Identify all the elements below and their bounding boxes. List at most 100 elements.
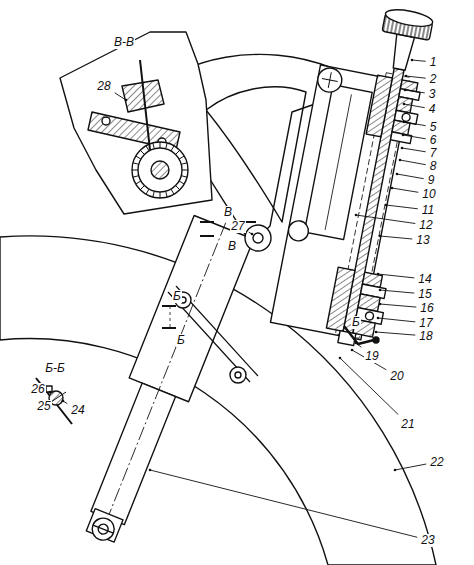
callout-number: 5 (429, 121, 438, 134)
callout-number: 22 (429, 456, 444, 469)
gear-tooth (166, 143, 168, 149)
leader-line (403, 135, 426, 139)
section-label: Б (172, 290, 182, 303)
leader-line (402, 148, 426, 152)
steering-housing (269, 0, 441, 350)
callout-number: 14 (417, 273, 432, 286)
section-label: Б (176, 334, 186, 347)
callout-number: 26 (30, 383, 45, 396)
callout-number: 13 (415, 234, 430, 247)
leader-dot (251, 233, 254, 236)
section-label: Б-Б (44, 362, 66, 375)
callout-number: 17 (418, 317, 433, 330)
callout-number: 2 (429, 73, 438, 86)
section-label: Б (351, 316, 361, 329)
gear-tooth (171, 146, 174, 151)
leader-dot (149, 469, 152, 472)
callout-number: 3 (428, 88, 437, 101)
callout-number: 27 (230, 220, 245, 233)
leader-line (405, 90, 425, 93)
callout-number: 11 (421, 204, 435, 217)
gear-tooth (140, 186, 144, 190)
callout-number: 4 (428, 103, 437, 116)
leader-line (380, 290, 414, 293)
leader-line (400, 160, 426, 165)
section-label: В-В (113, 36, 135, 49)
gear-tooth (133, 176, 139, 178)
callout-number: 12 (418, 219, 433, 232)
leader-line (397, 174, 424, 179)
leader-line (352, 350, 386, 370)
leader-line (412, 60, 426, 61)
gear-tooth (132, 170, 138, 171)
leader-dot (355, 214, 358, 217)
leader-dot (355, 342, 358, 345)
section-label: В (223, 206, 233, 219)
leader-line (356, 215, 415, 224)
leader-dot (377, 317, 380, 320)
callout-number: 24 (70, 404, 85, 417)
leader-dot (402, 134, 405, 137)
leader-dot (379, 235, 382, 238)
gear-tooth (179, 181, 184, 184)
gear-tooth (146, 189, 149, 194)
gear-tooth (133, 163, 139, 165)
callout-number: 7 (429, 147, 438, 160)
callout-number: 1 (429, 56, 438, 69)
leader-dot (351, 349, 354, 352)
leader-line (378, 274, 414, 278)
leader-dot (375, 331, 378, 334)
leader-dot (411, 59, 414, 62)
callout-number: 15 (417, 288, 432, 301)
leader-dot (125, 99, 128, 102)
gear-tooth (136, 181, 141, 184)
callout-number: 6 (429, 134, 438, 147)
gear-tooth (146, 146, 149, 151)
leader-dot (379, 303, 382, 306)
gear-tooth (153, 191, 155, 197)
leader-dot (49, 391, 52, 394)
section-view-vv (60, 32, 212, 214)
leader-line (376, 332, 415, 335)
leader-line (404, 104, 425, 108)
gear-tooth (153, 143, 155, 149)
gear-tooth (166, 191, 168, 197)
callout-number: 8 (429, 160, 438, 173)
gear-tooth (176, 150, 180, 154)
leader-dot (339, 357, 342, 360)
callout-number: 28 (96, 80, 111, 93)
gear-tooth (140, 150, 144, 154)
gear-tooth (179, 156, 184, 159)
callout-number: 21 (400, 418, 415, 431)
leader-dot (405, 75, 408, 78)
leader-line (404, 122, 426, 126)
leader-line (340, 358, 398, 415)
leader-line (392, 188, 418, 192)
callout-number: 23 (420, 534, 435, 547)
callout-number: 16 (419, 302, 434, 315)
callout-number: 25 (36, 400, 51, 413)
gear-tooth (160, 142, 161, 148)
leader-line (150, 470, 417, 537)
callout-number: 10 (421, 188, 436, 201)
leader-dot (401, 147, 404, 150)
sector-window (206, 87, 306, 222)
leader-dot (396, 173, 399, 176)
leader-dot (377, 273, 380, 276)
callout-number: 20 (389, 370, 404, 383)
leader-line (378, 318, 415, 322)
gear-tooth (176, 186, 180, 190)
leader-dot (385, 204, 388, 207)
column-tube (69, 211, 255, 551)
leader-line (380, 236, 412, 239)
leader-line (115, 93, 126, 100)
gear-tooth (160, 192, 161, 198)
callout-number: 9 (427, 174, 436, 187)
leader-dot (394, 469, 397, 472)
callout-number: 18 (418, 330, 433, 343)
leader-line (380, 304, 416, 307)
callout-number: 19 (364, 350, 379, 363)
gear-tooth (136, 156, 141, 159)
